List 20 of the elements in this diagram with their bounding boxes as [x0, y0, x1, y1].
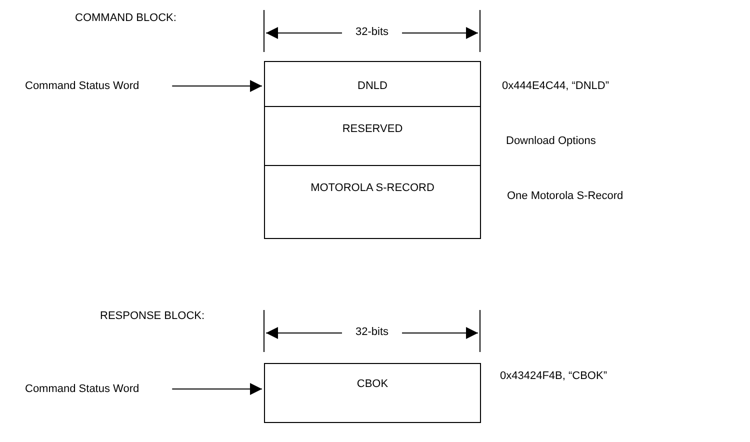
- field-name: DNLD: [358, 80, 388, 92]
- memory-field-box: [264, 166, 481, 239]
- word-label: Command Status Word: [25, 80, 140, 92]
- memory-field-box: [264, 61, 481, 107]
- field-description: 0x43424F4B, “CBOK”: [500, 370, 607, 382]
- field-description: 0x444E4C44, “DNLD”: [502, 80, 609, 92]
- word-label: Command Status Word: [25, 383, 140, 395]
- block-heading: COMMAND BLOCK:: [75, 12, 176, 24]
- arrow: [172, 383, 262, 395]
- memory-field-box: [264, 363, 481, 423]
- field-description: One Motorola S-Record: [507, 190, 624, 202]
- field-name: RESERVED: [342, 123, 403, 135]
- field-name: MOTOROLA S-RECORD: [310, 182, 434, 194]
- block-heading: RESPONSE BLOCK:: [100, 310, 205, 322]
- memory-field-box: [264, 107, 481, 166]
- field-description: Download Options: [506, 135, 596, 147]
- dimension-label: 32-bits: [354, 26, 390, 38]
- arrow: [172, 80, 262, 92]
- dimension-label: 32-bits: [354, 326, 390, 338]
- field-name: CBOK: [356, 378, 388, 390]
